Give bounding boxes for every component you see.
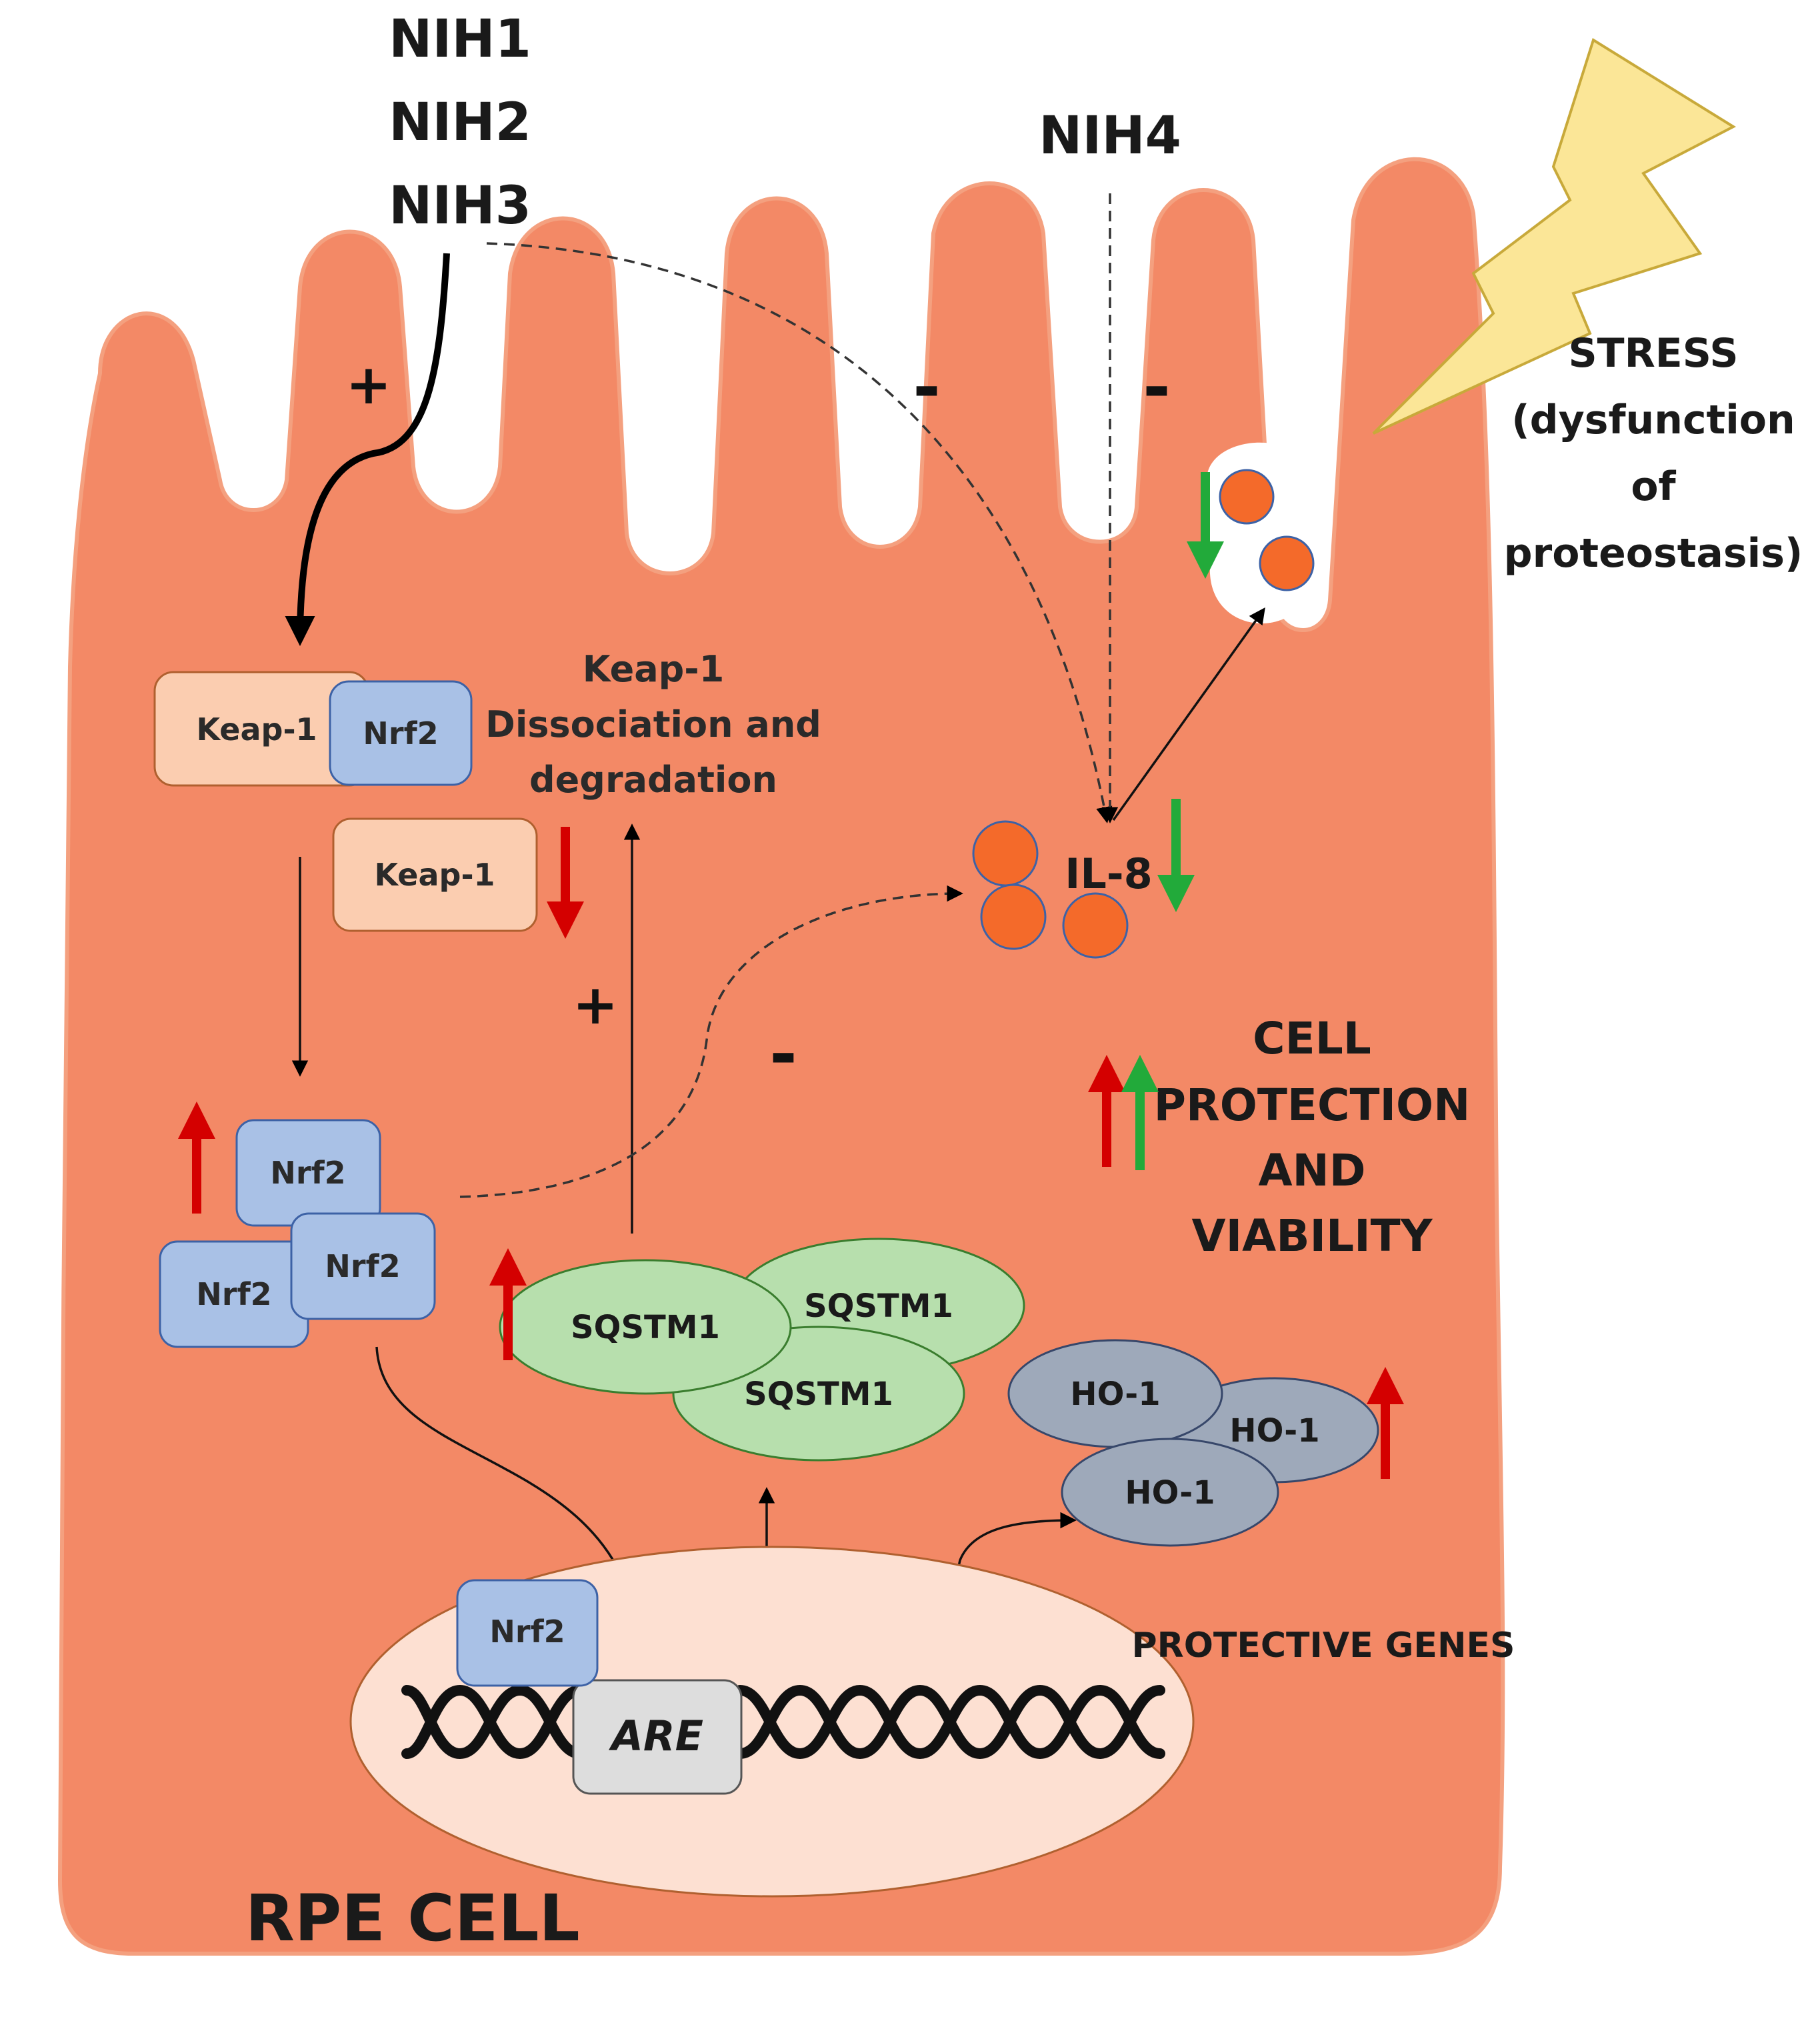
- il8-secreted-2: [1259, 535, 1315, 591]
- keap1-free-box: [332, 817, 538, 932]
- nrf2-nuclear-box: [456, 1579, 599, 1687]
- stress-label-1: STRESS: [1568, 330, 1738, 377]
- nrf2-box-bottom-right: [290, 1212, 436, 1320]
- minus-sign-1: -: [913, 348, 941, 426]
- red-up-arrow-ho1: [1367, 1367, 1404, 1479]
- ho1-label-right: HO-1: [1229, 1412, 1319, 1450]
- il8-particle-2: [980, 883, 1047, 950]
- stress-bolt: [1372, 37, 1737, 435]
- green-up-arrow-protection: [1121, 1055, 1159, 1170]
- nrf2-translocation-arrow: [375, 1346, 642, 1624]
- dna-helix: [401, 1684, 1165, 1760]
- il8-secreted-1: [1219, 469, 1275, 525]
- sqstm1-label-left: SQSTM1: [571, 1309, 720, 1346]
- keap1-complex-label: Keap-1: [196, 711, 317, 747]
- cell-protection-label-1: CELL: [1253, 1013, 1371, 1064]
- nrf2-inhibit-il8-arrow: [459, 885, 963, 1198]
- keap1-free-label: Keap-1: [374, 857, 495, 893]
- vacuole: [1207, 442, 1313, 623]
- dissociation-label-1: Keap-1: [583, 648, 725, 690]
- red-down-arrow-keap1: [547, 827, 584, 939]
- nrf2-label-bottom-left: Nrf2: [196, 1276, 271, 1312]
- stress-label-3: of: [1631, 463, 1676, 510]
- il8-label: IL-8: [1065, 849, 1152, 898]
- green-down-arrow-secretion: [1187, 472, 1224, 579]
- il8-particle-3: [1062, 892, 1129, 959]
- red-up-arrow-protection: [1088, 1055, 1125, 1167]
- nih-inhibit-il8-arrow: [486, 242, 1113, 823]
- sqstm1-label-right: SQSTM1: [804, 1288, 953, 1325]
- nih-activation-arrow: [285, 253, 450, 646]
- plus-sign-top: +: [346, 353, 392, 417]
- green-down-arrow-il8: [1157, 799, 1195, 912]
- cell-protection-label-3: AND: [1258, 1145, 1365, 1196]
- are-box: [572, 1679, 743, 1795]
- red-up-arrow-sqstm1: [489, 1248, 527, 1360]
- ho1-ellipse-bottom: [1061, 1438, 1279, 1547]
- il8-particle-1: [972, 820, 1039, 887]
- stress-label-2: (dysfunction: [1511, 397, 1795, 443]
- ho1-label-bottom: HO-1: [1125, 1474, 1215, 1512]
- plus-sign-mid: +: [573, 973, 619, 1037]
- minus-sign-2: -: [1143, 348, 1171, 426]
- cell-protection-label-4: VIABILITY: [1191, 1210, 1433, 1262]
- drug-label-nih1: NIH1: [389, 9, 531, 69]
- nrf2-complex-box: [329, 680, 473, 786]
- red-up-arrow-nrf2: [178, 1102, 215, 1214]
- are-label: ARE: [608, 1712, 703, 1760]
- drug-label-nih4: NIH4: [1039, 106, 1181, 166]
- il8-secretion-arrow: [1112, 607, 1265, 821]
- dissociation-label-3: degradation: [529, 759, 777, 801]
- nrf2-label-bottom-right: Nrf2: [325, 1248, 400, 1284]
- drug-label-nih2: NIH2: [389, 93, 531, 153]
- stress-label-4: proteostasis): [1504, 530, 1803, 577]
- sqstm1-label-bottom: SQSTM1: [744, 1376, 893, 1413]
- nrf2-label-top: Nrf2: [270, 1155, 345, 1191]
- minus-sign-mid: -: [769, 1015, 797, 1093]
- sqstm1-ellipse-left: [499, 1259, 792, 1395]
- protective-genes-label: PROTECTIVE GENES: [1132, 1626, 1515, 1666]
- drug-label-nih3: NIH3: [389, 176, 531, 236]
- cell-protection-label-2: PROTECTION: [1154, 1080, 1471, 1131]
- nrf2-complex-label: Nrf2: [363, 715, 438, 751]
- ho1-label-top: HO-1: [1070, 1376, 1160, 1413]
- rpe-cell-label: RPE CELL: [245, 1881, 580, 1956]
- dissociation-label-2: Dissociation and: [485, 703, 821, 745]
- nrf2-nuclear-label: Nrf2: [489, 1614, 565, 1650]
